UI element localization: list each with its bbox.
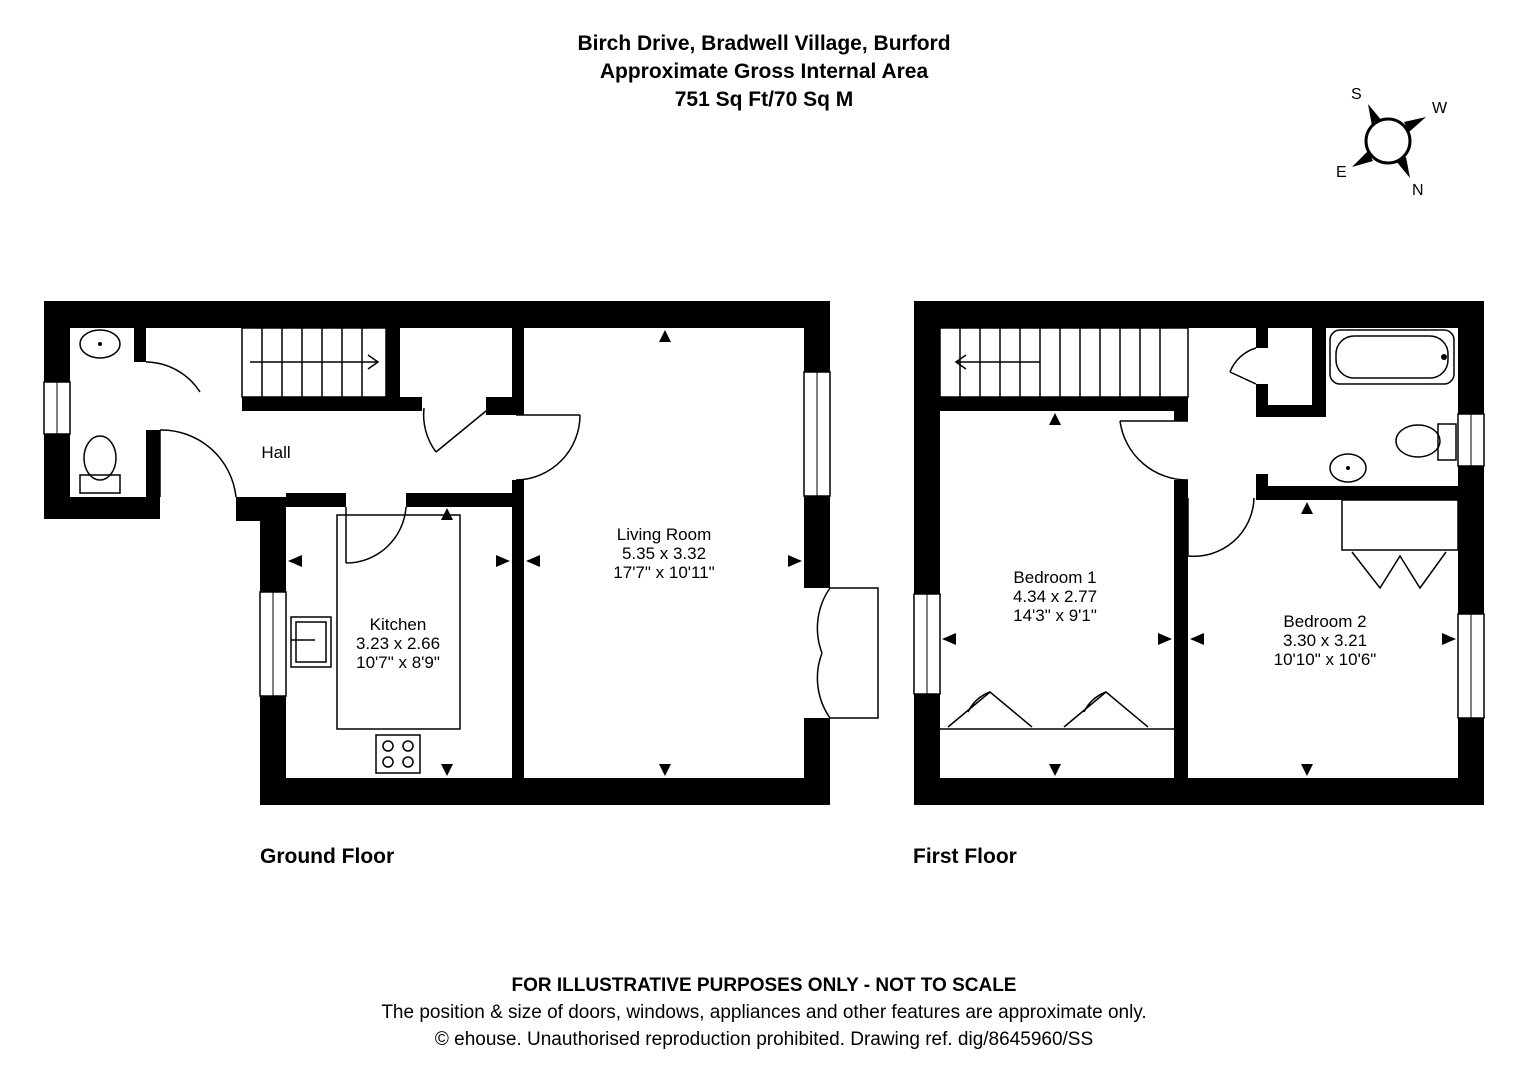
ff-top-wall	[914, 301, 1484, 328]
ff-stair-end-wall	[1174, 397, 1188, 421]
gf-top-wall	[44, 301, 830, 328]
gf-wc-wall-lower	[146, 430, 160, 519]
disclaimer: FOR ILLUSTRATIVE PURPOSES ONLY - NOT TO …	[511, 975, 1017, 996]
kitchen-label: Kitchen 3.23 x 2.66 10'7" x 8'9"	[338, 615, 458, 672]
ff-basin	[1329, 453, 1367, 483]
area-title: Approximate Gross Internal Area	[599, 60, 929, 83]
gf-bottom-wall	[260, 778, 830, 805]
ff-bath-bottom-wall	[1256, 486, 1484, 500]
ff-bottom-wall	[914, 778, 1484, 805]
compass-rose-icon	[1352, 104, 1426, 178]
bedroom-2-label: Bedroom 2 3.30 x 3.21 10'10" x 10'6"	[1250, 612, 1400, 669]
living-room-name: Living Room	[616, 525, 712, 544]
living-room-label: Living Room 5.35 x 3.32 17'7" x 10'11"	[574, 525, 754, 582]
ff-right-wall	[1458, 301, 1484, 805]
gf-stairs	[241, 327, 387, 398]
ff-bath-wall	[1312, 328, 1326, 408]
gf-patio-opening	[804, 588, 831, 718]
bedroom-2-name: Bedroom 2	[1283, 612, 1367, 631]
ff-cupboard-door	[1229, 347, 1257, 385]
gf-wc-toilet	[83, 435, 117, 481]
gf-living-door	[515, 414, 581, 481]
ff-bath	[1329, 329, 1455, 385]
gf-living-wall-upper	[512, 328, 524, 415]
kitchen-imperial: 10'7" x 8'9"	[356, 653, 440, 672]
ff-bed2-door	[1187, 497, 1255, 558]
bedroom-1-label: Bedroom 1 4.34 x 2.77 14'3" x 9'1"	[985, 568, 1125, 625]
gf-dimension-arrows	[288, 330, 802, 776]
ff-stair-bottom-wall	[940, 397, 1188, 411]
gf-kitchen-island	[336, 514, 461, 730]
ff-cupboard-bottom	[1256, 405, 1326, 417]
kitchen-metric: 3.23 x 2.66	[355, 634, 441, 653]
bedroom-2-metric: 3.30 x 3.21	[1282, 631, 1368, 650]
bedroom-1-imperial: 14'3" x 9'1"	[1013, 606, 1097, 625]
area-value: 751 Sq Ft/70 Sq M	[674, 88, 854, 111]
gf-wc-bottom-wall	[44, 497, 160, 519]
gf-hall-wall-stub	[236, 497, 286, 521]
living-room-metric: 5.35 x 3.32	[621, 544, 707, 563]
gf-living-wall-lower	[512, 480, 524, 805]
ground-floor-plan	[43, 301, 879, 805]
hall-label: Hall	[261, 443, 291, 462]
first-floor-label: First Floor	[913, 845, 1017, 868]
bedroom-2-imperial: 10'10" x 10'6"	[1273, 650, 1377, 669]
ff-toilet	[1395, 424, 1441, 458]
ff-bed2-wardrobe	[1341, 499, 1459, 590]
ff-landing-wall-a	[1256, 328, 1268, 348]
bedroom-1-metric: 4.34 x 2.77	[1012, 587, 1098, 606]
plan-footer: FOR ILLUSTRATIVE PURPOSES ONLY - NOT TO …	[0, 972, 1528, 1053]
gf-hall-door	[145, 361, 201, 393]
gf-stair-right-wall	[386, 328, 400, 408]
living-room-imperial: 17'7" x 10'11"	[613, 563, 715, 582]
first-floor-plan	[913, 301, 1485, 805]
gf-cupboard-door	[422, 407, 487, 453]
gf-wc-basin	[79, 329, 121, 359]
gf-wc-door	[159, 429, 237, 498]
ff-dimension-arrows	[942, 413, 1456, 776]
ff-stairs	[939, 327, 1189, 398]
gf-kitchen-top-wall-b	[406, 493, 524, 507]
ff-bed-divider	[1174, 480, 1188, 805]
compass-n: N	[1412, 182, 1424, 199]
gf-french-doors	[816, 587, 831, 719]
address-title: Birch Drive, Bradwell Village, Burford	[577, 32, 951, 55]
approximation-note: The position & size of doors, windows, a…	[381, 1002, 1147, 1023]
gf-wc-wall-upper	[134, 328, 146, 362]
copyright-note: © ehouse. Unauthorised reproduction proh…	[434, 1029, 1094, 1050]
ff-bed1-wardrobes	[940, 691, 1174, 730]
bedroom-1-name: Bedroom 1	[1013, 568, 1097, 587]
gf-kitchen-top-wall-a	[286, 493, 346, 507]
gf-stair-bottom-wall	[242, 397, 422, 411]
gf-hob	[375, 734, 421, 774]
compass-w: W	[1432, 100, 1448, 117]
compass-e: E	[1336, 164, 1347, 181]
gf-kitchen-sink	[290, 616, 332, 668]
ff-bed1-door	[1119, 420, 1189, 481]
gf-kitchen-door	[345, 506, 407, 564]
ground-floor-label: Ground Floor	[260, 845, 395, 868]
plan-header: Birch Drive, Bradwell Village, Burford A…	[0, 30, 1528, 114]
kitchen-name: Kitchen	[369, 615, 427, 634]
compass-s: S	[1351, 86, 1362, 103]
ff-left-wall	[914, 301, 940, 805]
